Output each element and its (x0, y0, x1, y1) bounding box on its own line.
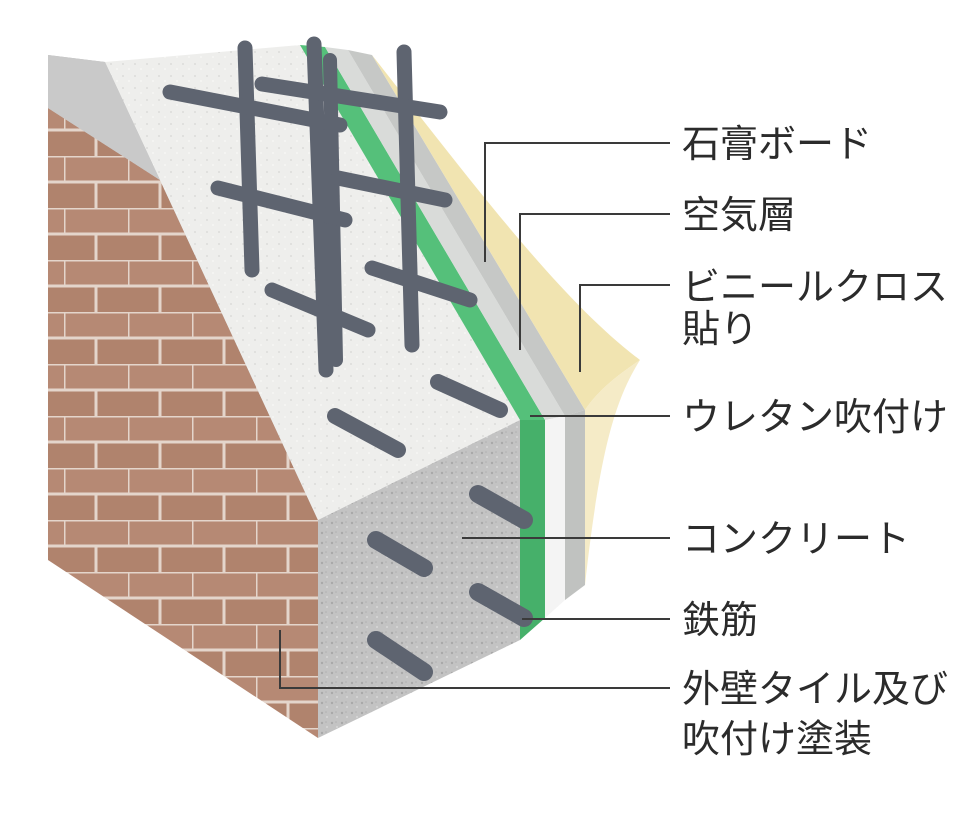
leader-vinyl-cloth (579, 284, 670, 372)
leader-exterior (279, 630, 670, 689)
rebar-horizontal-6 (364, 260, 478, 308)
urethane-layer-front (520, 420, 545, 640)
rebar-horizontal-5 (264, 282, 376, 338)
rebar-end-3 (367, 631, 433, 681)
rebar-end-4 (469, 583, 533, 627)
gypsum-board-front (565, 410, 585, 600)
label-rebar: 鉄筋 (682, 598, 758, 642)
label-gypsum-board: 石膏ボード (682, 122, 872, 166)
exterior-tile-shade (48, 108, 318, 738)
rebar-horizontal-7 (327, 408, 406, 458)
rebar-horizontal-4 (330, 170, 453, 208)
label-air-layer: 空気層 (682, 193, 796, 237)
concrete-top-edge (48, 55, 160, 180)
label-exterior-line2: 吹付け塗装 (682, 717, 872, 761)
label-concrete: コンクリート (682, 517, 910, 561)
rebar-horizontal-2 (254, 76, 448, 120)
air-layer-top (325, 47, 565, 420)
label-urethane-spray: ウレタン吹付け (682, 395, 948, 439)
rebar-group (162, 36, 533, 681)
label-vinyl-cloth-line1: ビニールクロス (682, 265, 948, 309)
rebar-horizontal-3 (210, 180, 353, 228)
leader-air-layer (519, 213, 670, 350)
exterior-tile-face (48, 108, 318, 738)
rebar-horizontal-1 (162, 84, 348, 133)
vinyl-cloth-sheet (372, 55, 640, 410)
leader-gypsum-board (484, 142, 670, 262)
rebar-end-1 (367, 531, 433, 577)
air-layer-front (545, 416, 565, 618)
concrete-front-face (318, 420, 520, 738)
concrete-top-face (105, 45, 520, 520)
rebar-horizontal-8 (430, 374, 508, 418)
label-vinyl-cloth-line2: 貼り (682, 307, 758, 351)
rebar-vertical-1 (237, 40, 260, 278)
label-exterior-line1: 外壁タイル及び (682, 667, 948, 711)
urethane-layer-top (300, 45, 545, 420)
rebar-end-2 (469, 485, 533, 529)
